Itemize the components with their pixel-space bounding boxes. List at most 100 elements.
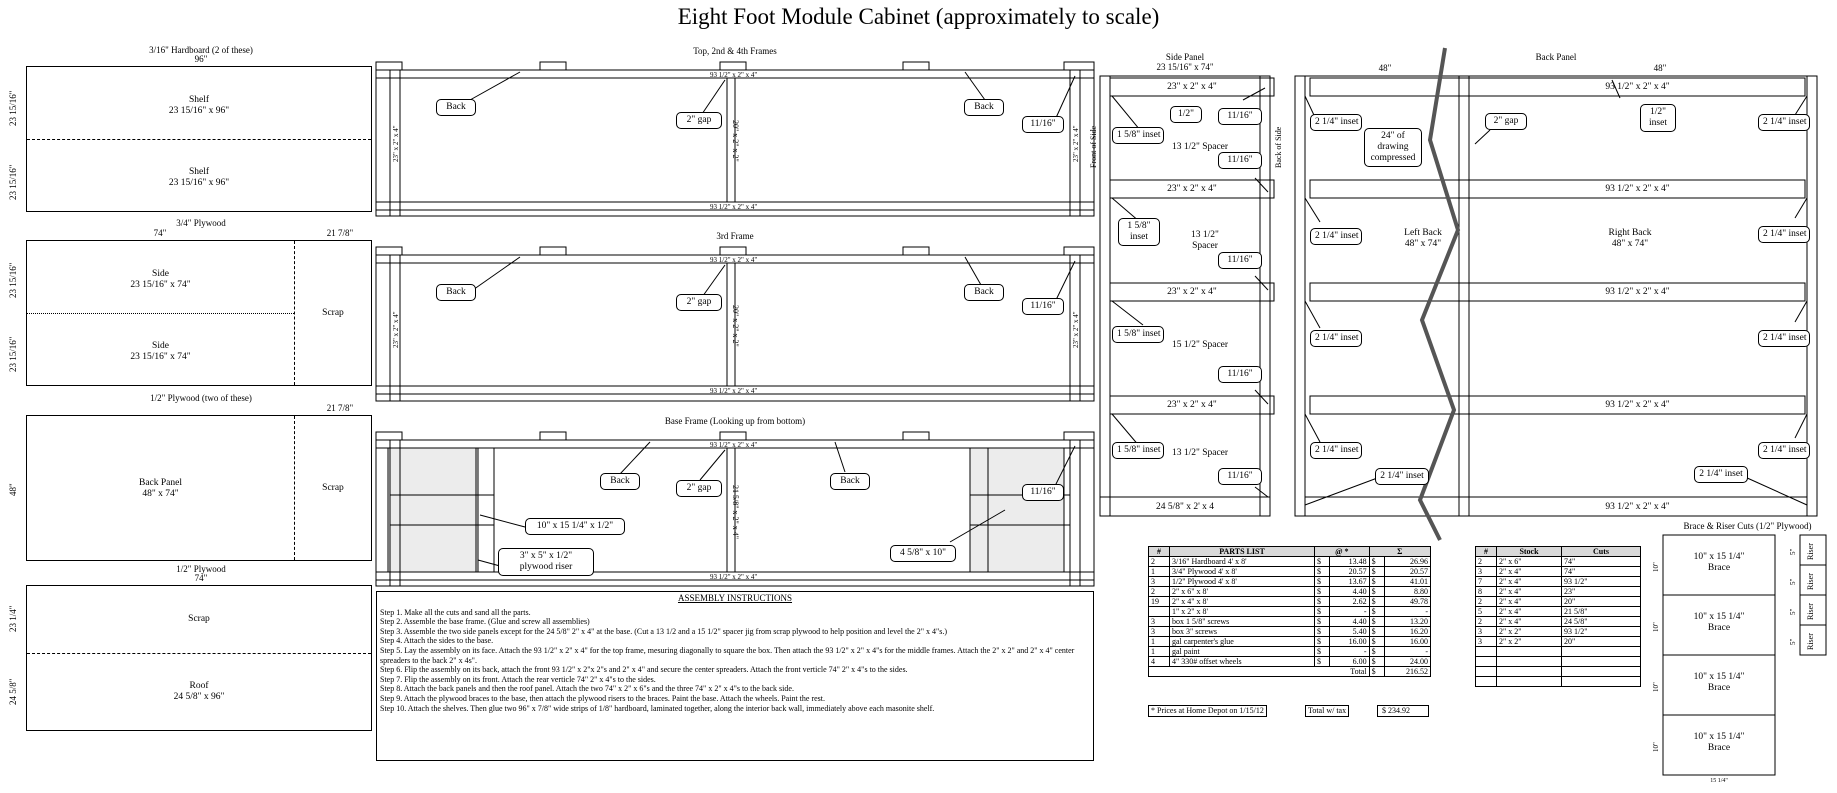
parts-cell: 13.48 bbox=[1329, 556, 1370, 567]
side-dim: 23 15/16" x 74" bbox=[130, 280, 191, 290]
total-dollar: $ bbox=[1368, 666, 1385, 677]
cut-cell: 3 bbox=[1475, 566, 1497, 577]
base-vert-label: 21 5/8" x 2" x 4" bbox=[731, 485, 740, 540]
plywood34-w2: 21 7/8" bbox=[326, 228, 354, 238]
back-callout: Back bbox=[964, 99, 1004, 116]
parts-cell: $ bbox=[1313, 606, 1331, 617]
side-rail-label: 23" x 2" x 4" bbox=[1167, 400, 1217, 410]
frac-callout: 11/16" bbox=[1218, 152, 1262, 169]
cut-cell: 2 bbox=[1475, 596, 1497, 607]
inset-callout: 2 1/4" inset bbox=[1694, 466, 1748, 483]
compression-break bbox=[1417, 47, 1461, 541]
cut-cell: 23" bbox=[1561, 586, 1641, 597]
total-tax-value: 234.92 bbox=[1388, 706, 1410, 715]
right-back-dim: 48" x 74" bbox=[1611, 239, 1649, 249]
parts-cell: 4" 330# offset wheels bbox=[1169, 656, 1315, 667]
inset-callout: 2 1/4" inset bbox=[1310, 114, 1362, 131]
parts-cell: $ bbox=[1368, 566, 1385, 577]
cut-cell: 3 bbox=[1475, 626, 1497, 637]
inset-line1: 1 5/8" bbox=[1127, 221, 1151, 231]
parts-cell: 1 bbox=[1148, 566, 1170, 577]
cut-cell bbox=[1561, 656, 1641, 667]
parts-cell: 6.00 bbox=[1329, 656, 1370, 667]
wheel-callout: 4 5/8" x 10" bbox=[890, 545, 956, 562]
bottom-rail-label: 93 1/2" x 2" x 4" bbox=[710, 387, 758, 395]
inset-callout: 1 5/8" inset bbox=[1112, 326, 1164, 343]
cut-row bbox=[1475, 666, 1641, 677]
riser-callout-line2: plywood riser bbox=[519, 562, 573, 572]
shelf-label: Shelf bbox=[188, 95, 210, 105]
cut-line bbox=[294, 241, 295, 385]
cut-cell: 20" bbox=[1561, 596, 1641, 607]
plywood34-title: 3/4" Plywood bbox=[176, 218, 226, 228]
side-post-label: 23" x 2" x 4" bbox=[392, 125, 400, 162]
cut-cell bbox=[1561, 646, 1641, 657]
riser-callout: 3" x 5" x 1/2"plywood riser bbox=[498, 548, 594, 576]
inset-callout: 1 5/8" inset bbox=[1112, 127, 1164, 144]
parts-header: # bbox=[1148, 546, 1170, 557]
instruction-step: Step 10. Attach the shelves. Then glue t… bbox=[380, 703, 935, 713]
scrap-label: Scrap bbox=[188, 614, 210, 624]
cut-cell bbox=[1496, 656, 1562, 667]
side-label: Side bbox=[152, 341, 169, 351]
cut-row bbox=[1475, 646, 1641, 657]
parts-cell: gal carpenter's glue bbox=[1169, 636, 1315, 647]
back-width-left: 48" bbox=[1378, 63, 1392, 73]
parts-cell: $ bbox=[1368, 616, 1385, 627]
inset-callout: 2 1/4" inset bbox=[1310, 228, 1362, 245]
parts-cell: 20.57 bbox=[1329, 566, 1370, 577]
bottom-rail-label: 93 1/2" x 2" x 4" bbox=[710, 203, 758, 211]
spacer-label: 15 1/2" Spacer bbox=[1171, 340, 1229, 350]
hardboard-width: 96" bbox=[194, 54, 208, 64]
parts-cell: $ bbox=[1313, 566, 1331, 577]
parts-cell: 2" x 6" x 8' bbox=[1169, 586, 1315, 597]
cut-row bbox=[1475, 676, 1641, 687]
cut-cell: 2" x 4" bbox=[1496, 616, 1562, 627]
frac-callout: 11/16" bbox=[1218, 366, 1262, 383]
parts-cell: 3 bbox=[1148, 626, 1170, 637]
parts-cell: - bbox=[1383, 606, 1432, 617]
frac-callout: 11/16" bbox=[1022, 484, 1064, 501]
parts-cell: 2" x 4" x 8' bbox=[1169, 596, 1315, 607]
parts-cell: box 3" screws bbox=[1169, 626, 1315, 637]
parts-cell: 2 bbox=[1148, 586, 1170, 597]
parts-cell: $ bbox=[1313, 656, 1331, 667]
cut-cell: 74" bbox=[1561, 566, 1641, 577]
cut-cell bbox=[1496, 676, 1562, 687]
parts-cell: gal paint bbox=[1169, 646, 1315, 657]
brace-piece: 10" x 15 1/4"Brace bbox=[1663, 672, 1775, 694]
parts-cell: $ bbox=[1368, 586, 1385, 597]
brace-dim: 10" x 15 1/4" bbox=[1693, 672, 1745, 682]
top-rail-label: 93 1/2" x 2" x 4" bbox=[710, 71, 758, 79]
scrap-label: Scrap bbox=[322, 308, 344, 318]
total-tax-row: $ 234.92 bbox=[1377, 705, 1429, 717]
cut-cell bbox=[1475, 656, 1497, 667]
parts-cell: 3/16" Hardboard 4' x 8' bbox=[1169, 556, 1315, 567]
back-rail-label: 93 1/2" x 2" x 4" bbox=[1605, 184, 1670, 194]
vert-label: 20" x 2" x 2" bbox=[731, 305, 740, 347]
parts-cell: 4 bbox=[1148, 656, 1170, 667]
instruction-step: Step 7. Flip the assembly on its front. … bbox=[380, 674, 656, 684]
brace-name: Brace bbox=[1707, 623, 1731, 633]
back-rail-label: 93 1/2" x 2" x 4" bbox=[1605, 400, 1670, 410]
parts-header: Σ bbox=[1368, 546, 1432, 557]
left-back-dim: 48" x 74" bbox=[1404, 239, 1442, 249]
inset-callout: 2 1/4" inset bbox=[1758, 442, 1810, 459]
instruction-step: Step 4. Attach the sides to the base. bbox=[380, 636, 494, 646]
inset-callout: 2 1/4" inset bbox=[1758, 114, 1810, 131]
cut-cell: 74" bbox=[1561, 556, 1641, 567]
parts-cell: 49.78 bbox=[1383, 596, 1432, 607]
cut-cell: 2" x 6" bbox=[1496, 556, 1562, 567]
side-rail-label: 23" x 2" x 4" bbox=[1167, 184, 1217, 194]
